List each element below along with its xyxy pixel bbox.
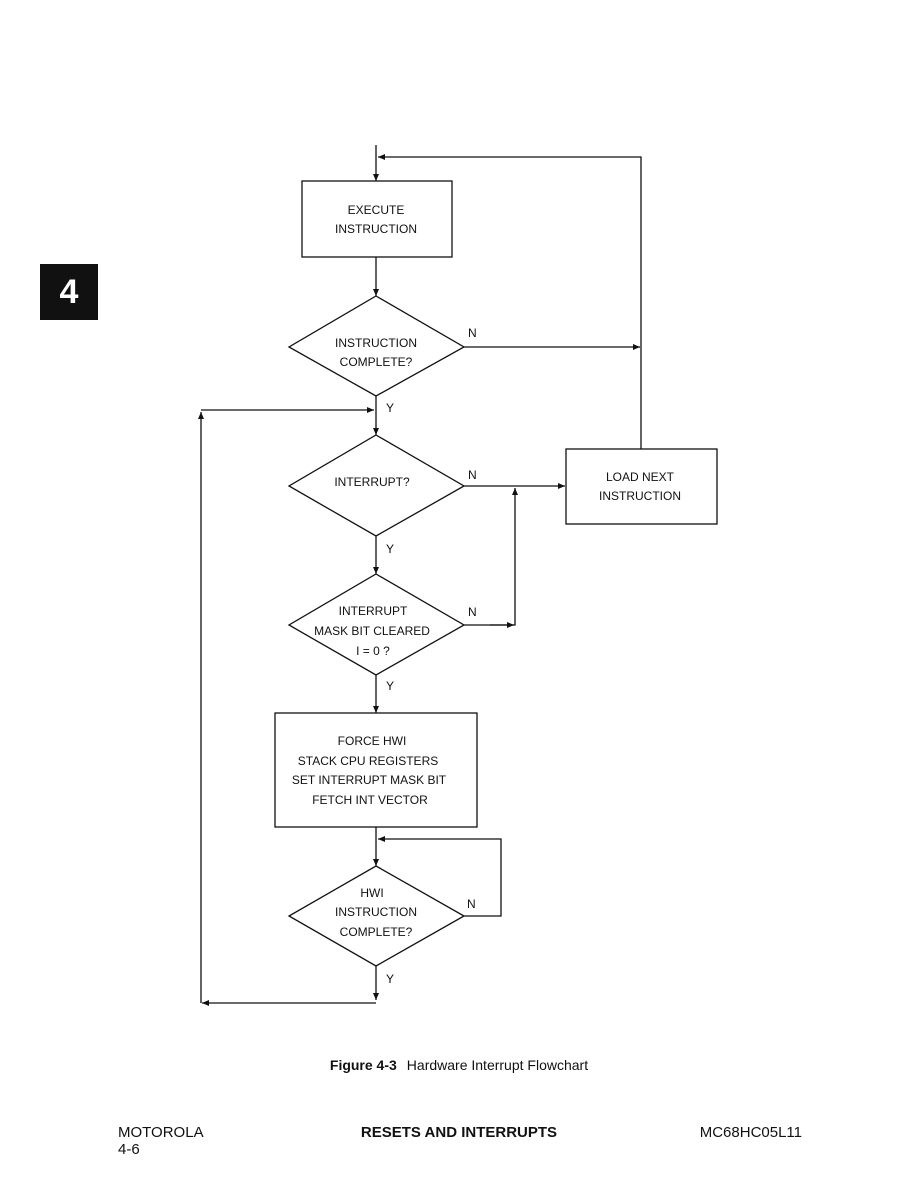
hwi-no-label: N xyxy=(467,897,476,911)
instruction-complete-line2: COMPLETE? xyxy=(340,355,413,369)
mask-no-label: N xyxy=(468,605,477,619)
execute-line2: INSTRUCTION xyxy=(335,222,417,236)
connectors xyxy=(198,145,642,1006)
hwi-no-arrow xyxy=(378,836,502,917)
mask-line3: I = 0 ? xyxy=(356,644,390,658)
load-next-line1: LOAD NEXT xyxy=(606,470,675,484)
load-next-line2: INSTRUCTION xyxy=(599,489,681,503)
mask-line2: MASK BIT CLEARED xyxy=(314,624,430,638)
complete-no-label: N xyxy=(468,326,477,340)
complete-yes-label: Y xyxy=(386,401,394,415)
mask-line1: INTERRUPT xyxy=(339,604,408,618)
interrupt-line1: INTERRUPT? xyxy=(334,475,410,489)
figure-number: Figure 4-3 xyxy=(329,1057,397,1073)
force-line3: SET INTERRUPT MASK BIT xyxy=(292,773,447,787)
hwi-line1: HWI xyxy=(360,886,383,900)
interrupt-yes-label: Y xyxy=(386,542,394,556)
hwi-complete-decision xyxy=(287,865,466,967)
force-line4: FETCH INT VECTOR xyxy=(312,793,428,807)
force-line1: FORCE HWI xyxy=(338,734,407,748)
force-line2: STACK CPU REGISTERS xyxy=(298,754,438,768)
footer-left: MOTOROLA 4-6 xyxy=(118,1124,204,1158)
chapter-tab: 4 xyxy=(40,264,98,320)
hwi-yes-label: Y xyxy=(386,972,394,986)
mask-bit-cleared-decision xyxy=(287,573,466,676)
footer-section-title: RESETS AND INTERRUPTS xyxy=(360,1124,558,1141)
loop-return-arrow xyxy=(378,154,642,449)
mask-yes-label: Y xyxy=(386,679,394,693)
execute-line1: EXECUTE xyxy=(348,203,405,217)
mask-no-arrow xyxy=(464,488,518,626)
figure-caption: Figure 4-3 Hardware Interrupt Flowchart xyxy=(0,1057,918,1073)
hwi-line3: COMPLETE? xyxy=(340,925,413,939)
execute-instruction-box xyxy=(301,180,453,258)
instruction-complete-decision xyxy=(287,295,466,397)
footer-publisher: MOTOROLA xyxy=(118,1124,204,1141)
hwi-line2: INSTRUCTION xyxy=(335,905,417,919)
figure-title: Hardware Interrupt Flowchart xyxy=(406,1057,589,1073)
force-hwi-box xyxy=(274,712,478,828)
footer-page-number: 4-6 xyxy=(118,1141,140,1158)
load-next-instruction-box xyxy=(565,448,718,525)
interrupt-decision xyxy=(287,434,466,537)
footer-part-number: MC68HC05L11 xyxy=(699,1124,802,1141)
interrupt-no-label: N xyxy=(468,468,477,482)
instruction-complete-line1: INSTRUCTION xyxy=(335,336,417,350)
